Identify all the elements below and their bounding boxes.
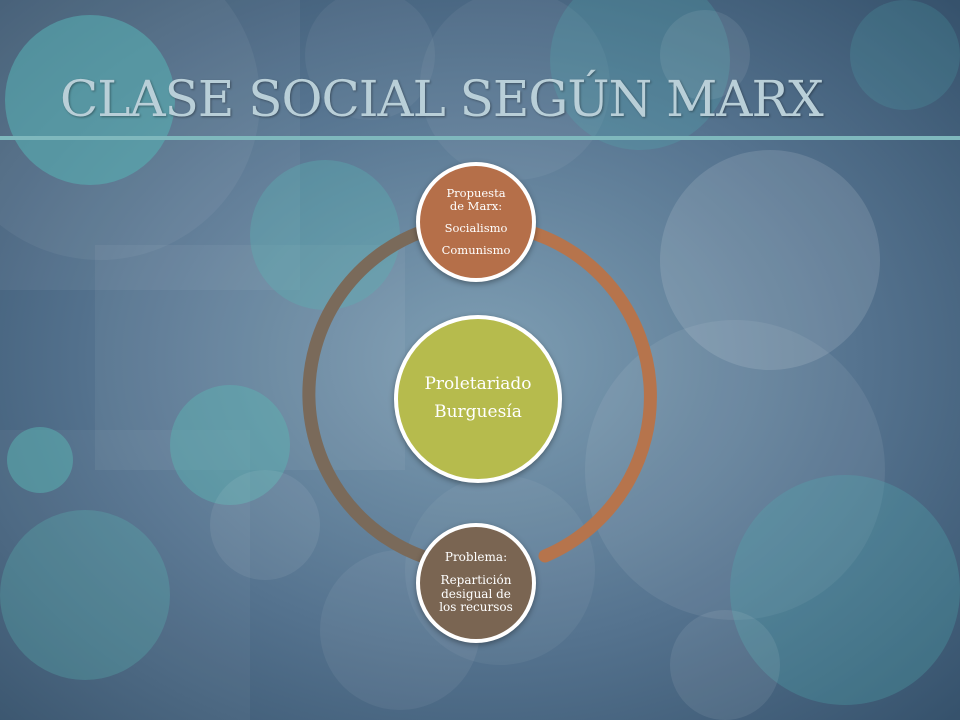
node-top-line2: de Marx:: [449, 198, 503, 213]
node-bottom-line2: Repartición: [440, 572, 512, 587]
node-center-line2: Burguesía: [434, 402, 522, 422]
node-bottom-line1: Problema:: [444, 549, 508, 564]
title-divider: [0, 136, 960, 140]
cycle-ring: [302, 224, 657, 565]
node-bottom-line4: los recursos: [439, 600, 513, 615]
node-bottom-line3: desigual de: [441, 586, 511, 601]
node-problem: Problema: Repartición desigual de los re…: [416, 523, 536, 643]
slide-title: CLASE SOCIAL SEGÚN MARX: [60, 70, 824, 128]
node-top-line1: Propuesta: [446, 185, 506, 200]
ring-left-arc: [302, 225, 434, 565]
node-top-line4: Comunismo: [441, 243, 511, 258]
ring-right-arc: [520, 224, 657, 563]
node-marx-proposal: Propuesta de Marx: Socialismo Comunismo: [416, 162, 536, 282]
node-social-classes: Proletariado Burguesía: [394, 315, 562, 483]
node-center-line1: Proletariado: [424, 374, 532, 395]
node-top-line3: Socialismo: [444, 221, 508, 235]
